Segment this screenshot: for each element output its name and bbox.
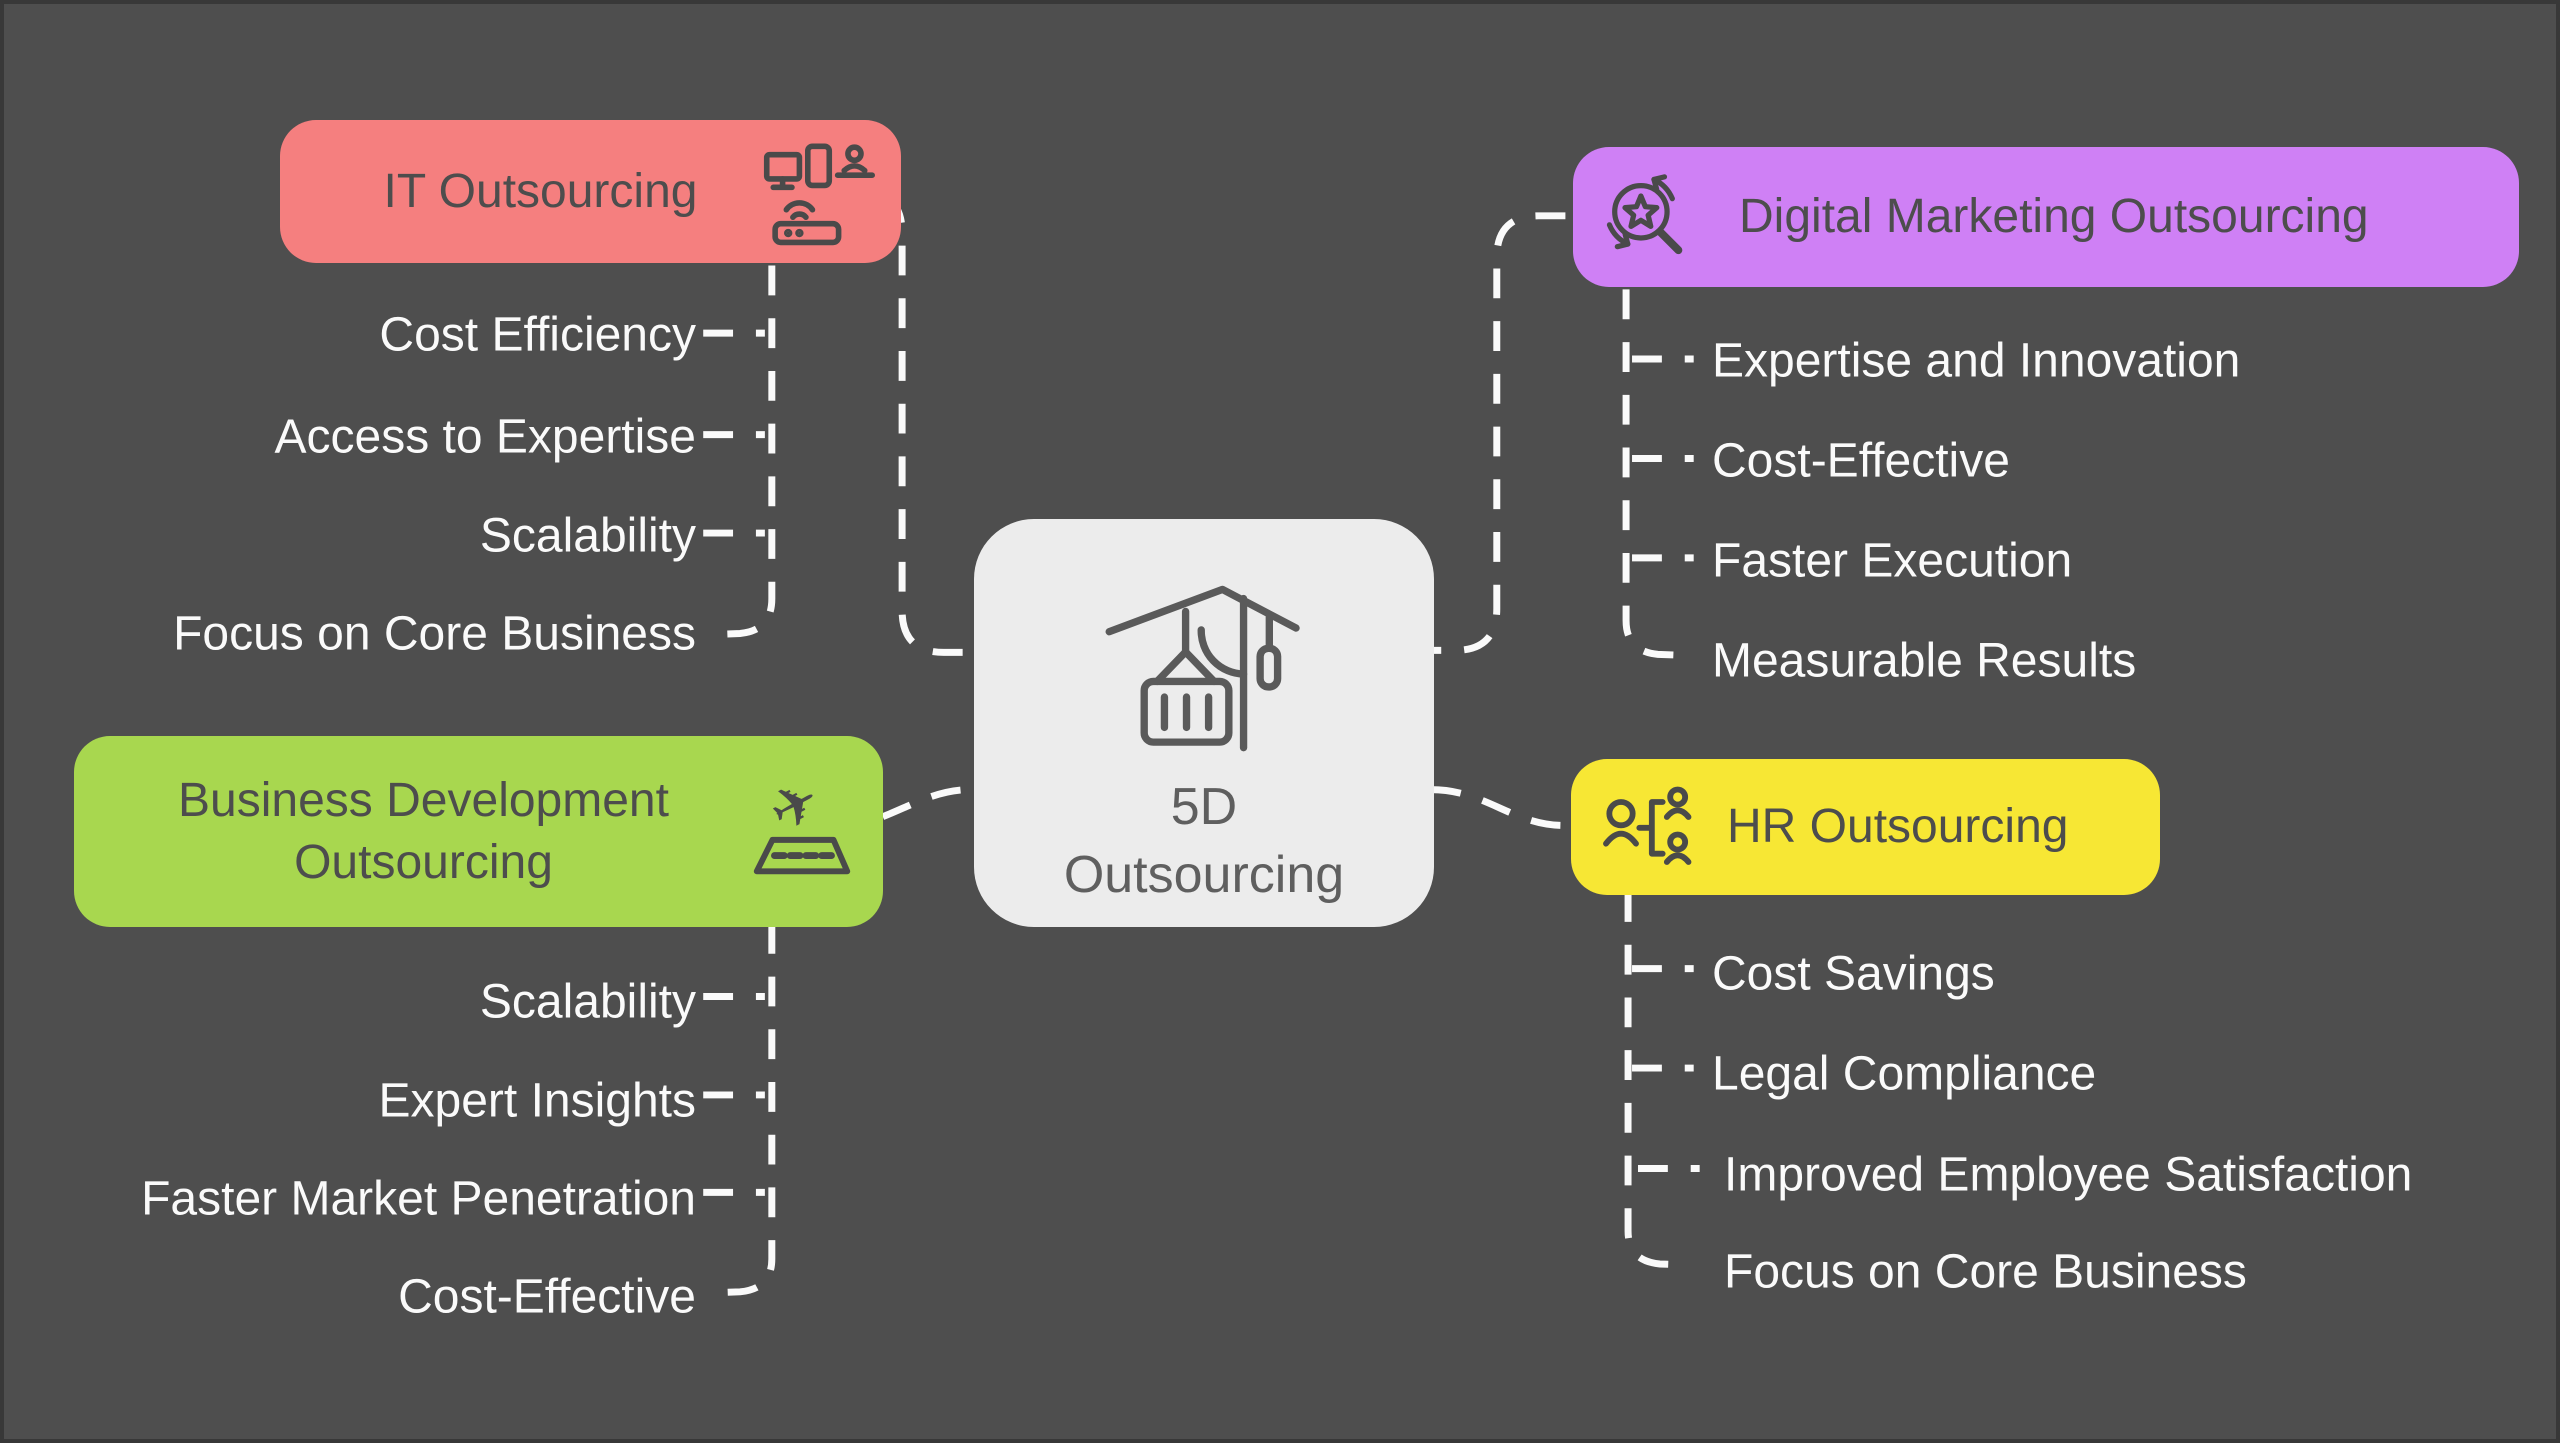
construction-crane-icon bbox=[1105, 585, 1300, 752]
list-item-access-to-expertise[interactable]: Access to Expertise bbox=[274, 410, 697, 464]
magnifier-star-refresh-icon bbox=[1606, 174, 1683, 255]
connector-dm-to-center bbox=[1431, 212, 1566, 654]
list-item-focus-core-business-it[interactable]: Focus on Core Business bbox=[173, 607, 696, 661]
list-item-faster-execution[interactable]: Faster Execution bbox=[1712, 534, 2073, 588]
svg-text:✈: ✈ bbox=[758, 776, 831, 847]
node-label: 5D Outsourcing bbox=[1063, 778, 1345, 904]
list-item-measurable-results[interactable]: Measurable Results bbox=[1712, 634, 2137, 688]
list-item-scalability-it[interactable]: Scalability bbox=[479, 509, 696, 563]
trunk-bd-items bbox=[713, 923, 776, 1297]
connector-layer bbox=[703, 187, 1700, 1297]
node-5d-outsourcing-root[interactable]: 5D Outsourcing bbox=[974, 519, 1434, 927]
connector-it-to-center bbox=[835, 187, 970, 656]
list-item-cost-effective-dm[interactable]: Cost-Effective bbox=[1712, 434, 2010, 488]
devices-router-icon bbox=[763, 142, 875, 245]
node-digital-marketing-outsourcing[interactable]: Digital Marketing Outsourcing bbox=[1573, 147, 2519, 287]
list-item-improved-employee-satisfaction[interactable]: Improved Employee Satisfaction bbox=[1724, 1148, 2413, 1202]
list-item-legal-compliance[interactable]: Legal Compliance bbox=[1712, 1047, 2097, 1101]
trunk-hr-items bbox=[1624, 892, 1687, 1269]
list-item-cost-effective-bd[interactable]: Cost-Effective bbox=[398, 1270, 696, 1324]
node-label: HR Outsourcing bbox=[1727, 800, 2069, 853]
node-it-outsourcing[interactable]: IT Outsourcing bbox=[280, 120, 901, 263]
node-label: IT Outsourcing bbox=[383, 164, 698, 218]
org-chart-people-icon bbox=[1603, 786, 1692, 865]
list-item-focus-core-business-hr[interactable]: Focus on Core Business bbox=[1724, 1245, 2247, 1299]
list-item-expert-insights[interactable]: Expert Insights bbox=[378, 1074, 696, 1128]
list-item-cost-savings[interactable]: Cost Savings bbox=[1712, 947, 1995, 1001]
node-label: Business Development Outsourcing bbox=[178, 773, 669, 889]
list-item-faster-market-penetration[interactable]: Faster Market Penetration bbox=[141, 1172, 696, 1226]
node-label: Digital Marketing Outsourcing bbox=[1739, 190, 2369, 243]
plane-takeoff-icon: ✈ bbox=[753, 776, 851, 874]
trunk-it-items bbox=[713, 265, 776, 638]
node-hr-outsourcing[interactable]: HR Outsourcing bbox=[1571, 759, 2160, 895]
list-item-cost-efficiency[interactable]: Cost Efficiency bbox=[379, 308, 696, 362]
trunk-dm-items bbox=[1622, 289, 1685, 659]
node-business-development-outsourcing[interactable]: Business Development Outsourcing ✈ bbox=[74, 736, 883, 927]
connector-hr-to-center bbox=[1431, 786, 1564, 829]
list-item-expertise-innovation[interactable]: Expertise and Innovation bbox=[1712, 334, 2241, 388]
list-item-scalability-bd[interactable]: Scalability bbox=[479, 975, 696, 1029]
